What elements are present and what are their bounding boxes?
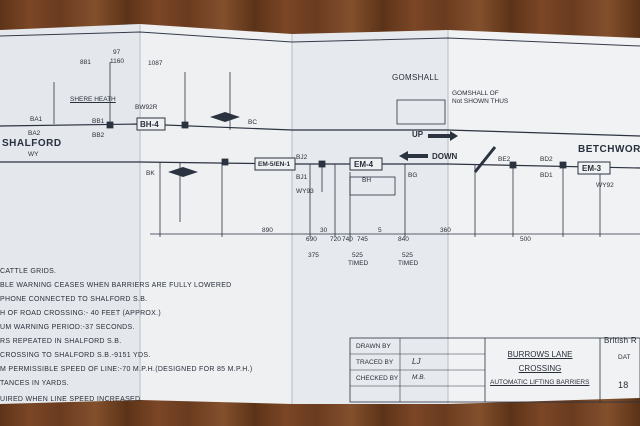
track-box-bh4-label: BH-4 [140,120,159,129]
drawing-sheet [0,24,640,404]
track-box-em3-label: EM-3 [582,164,602,173]
date-label: DAT [618,354,631,361]
checked-by-initials: M.B. [412,374,426,381]
station-gomshall: GOMSHALL [392,73,439,82]
signal-wy93: WY93 [296,188,314,195]
note-8: M PERMISSIBLE SPEED OF LINE:-70 M.P.H.(D… [0,366,253,373]
drawing-number: 18 [618,380,629,390]
station-betchworth: BETCHWORT [578,144,640,155]
distance-690: 690 [306,236,317,243]
note-9: TANCES IN YARDS. [0,380,69,387]
paper-panel-1 [0,24,140,404]
distance-881: 881 [80,59,91,66]
paper-panel-2 [140,24,292,404]
distance-525-a: 525 [352,252,363,259]
gomshall-box [396,99,446,125]
distance-745: 745 [357,236,368,243]
distance-5: 5 [378,227,382,234]
gomshall-note-2: Not SHOWN THUS [452,98,509,105]
drawing-subtitle: AUTOMATIC LIFTING BARRIERS [490,379,590,386]
track-box-em4-label: EM-4 [354,160,374,169]
signal-bd1: BD1 [540,172,553,179]
distance-525-b: 525 [402,252,413,259]
signal-bd2: BD2 [540,156,553,163]
distance-840: 840 [398,236,409,243]
track-box-bh4 [136,117,166,131]
track-box-em4 [349,157,383,171]
distance-360: 360 [440,227,451,234]
signal-wy92: WY92 [596,182,614,189]
distance-30: 30 [320,227,328,234]
signal-head-bc [210,112,240,122]
distance-740: 740 [342,236,353,243]
note-3: PHONE CONNECTED TO SHALFORD S.B. [0,296,148,303]
drawing-title-line-1: BURROWS LANE [507,350,573,359]
down-arrow-icon [399,151,428,161]
signal-bj1: BJ1 [296,174,308,181]
note-7: CROSSING TO SHALFORD S.B.-9151 YDS. [0,352,151,359]
paper-panel-4 [448,30,640,404]
signal-bh: BH [362,177,372,184]
up-arrow-icon [428,131,458,141]
distance-timed-2: TIMED [398,260,419,267]
relay-box-bh [349,176,396,196]
distance-890: 890 [262,227,273,234]
track-box-em5-label: EM-5/EN-1 [258,161,291,168]
distance-1160: 1160 [110,58,124,65]
track-box-em5 [254,157,296,171]
traced-by-label: TRACED BY [356,359,394,366]
signal-ba2: BA2 [28,130,41,137]
track-box-em3 [577,161,611,175]
drawn-by-label: DRAWN BY [356,343,391,350]
drawing-title-line-2: CROSSING [518,364,562,373]
traced-by-initials: LJ [412,357,421,366]
place-shere-heath: SHERE HEATH [70,96,116,103]
signal-bb1: BB1 [92,118,105,125]
station-shalford-code: WY [28,151,39,158]
note-6: RS REPEATED IN SHALFORD S.B. [0,338,122,345]
note-4: H OF ROAD CROSSING:- 40 FEET (APPROX.) [0,310,162,317]
checked-by-label: CHECKED BY [356,375,399,382]
note-1: CATTLE GRIDS. [0,268,57,275]
signal-bj2: BJ2 [296,154,308,161]
distance-97: 97 [113,49,121,56]
signal-bc: BC [248,119,258,126]
distance-timed-1: TIMED [348,260,369,267]
gomshall-note: GOMSHALL OF [452,90,499,97]
note-2: BLE WARNING CEASES WHEN BARRIERS ARE FUL… [0,282,232,289]
signal-bk: BK [146,170,155,177]
direction-down: DOWN [432,152,458,161]
distance-720: 720 [330,236,341,243]
signal-bg: BG [408,172,418,179]
organisation-name: British R [604,336,637,345]
station-shalford: SHALFORD [2,138,62,149]
distance-375: 375 [308,252,319,259]
signal-be2: BE2 [498,156,511,163]
signal-head-bk [168,167,198,177]
paper-panel-3 [292,30,448,404]
direction-up: UP [412,130,424,139]
note-5: UM WARNING PERIOD:-37 SECONDS. [0,324,135,331]
signal-bb2: BB2 [92,132,105,139]
signal-ba1: BA1 [30,116,43,123]
distance-1087: 1087 [148,60,163,67]
distance-500: 500 [520,236,531,243]
signal-bw92r: BW92R [135,104,158,111]
up-line-track [0,123,640,137]
note-10: UIRED WHEN LINE SPEED INCREASED. [0,396,143,403]
